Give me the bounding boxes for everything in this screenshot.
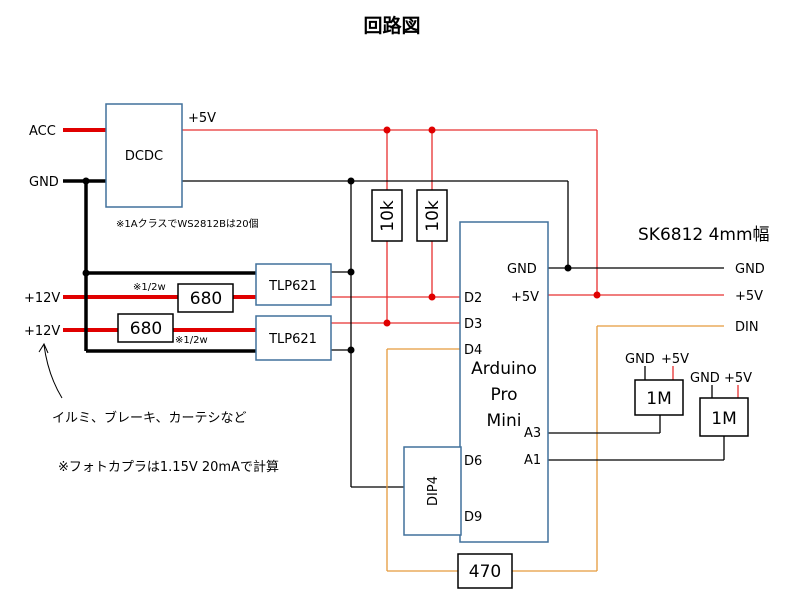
arduino-pro-mini — [459, 221, 549, 543]
arduino-pin-gnd: GND — [507, 262, 537, 277]
pullup-resistor-a-value: 10k — [378, 200, 398, 232]
v12-label-a: +12V — [24, 291, 60, 306]
led-strip-din: DIN — [735, 320, 759, 335]
resistor-470 — [457, 553, 513, 589]
dip-switch-label: DIP4 — [426, 476, 441, 506]
arduino-name-line3: Mini — [487, 411, 522, 431]
resistor-680-a — [177, 283, 234, 313]
page-title: 回路図 — [363, 14, 420, 37]
arduino-pin-a3: A3 — [524, 426, 541, 441]
pullup-resistor-b-value: 10k — [423, 200, 443, 232]
arduino-pin-d3: D3 — [464, 317, 482, 332]
pot-a-gnd-label: GND — [625, 352, 655, 367]
junctions — [82, 126, 601, 354]
optocoupler-bottom — [255, 315, 332, 361]
potentiometer-a-value: 1M — [646, 389, 671, 409]
v5-label: +5V — [188, 111, 216, 126]
photocoupler-note: ※フォトカプラは1.15V 20mAで計算 — [58, 459, 279, 475]
v12-label-b: +12V — [24, 324, 60, 339]
potentiometer-b-value: 1M — [711, 409, 736, 429]
arduino-pin-a1: A1 — [524, 453, 541, 468]
led-strip-title: SK6812 4mm幅 — [638, 225, 770, 245]
dcdc-note: ※1AクラスでWS2812Bは20個 — [116, 217, 259, 230]
resistor-680-b — [117, 313, 174, 343]
dcdc-label: DCDC — [125, 149, 163, 164]
dip-switch — [403, 446, 462, 536]
optocoupler-bottom-label: TLP621 — [268, 332, 317, 347]
arduino-name-line1: Arduino — [471, 359, 537, 379]
pot-a-v5-label: +5V — [661, 352, 689, 367]
arduino-pin-5v: +5V — [511, 290, 539, 305]
dcdc-converter — [105, 103, 183, 208]
arduino-pin-d6: D6 — [464, 454, 482, 469]
led-strip-gnd: GND — [735, 262, 765, 277]
pot-b-v5-label: +5V — [724, 371, 752, 386]
resistor-470-value: 470 — [469, 562, 501, 582]
pullup-resistor-a — [371, 189, 403, 242]
potentiometer-b — [699, 397, 749, 437]
acc-label: ACC — [29, 124, 56, 139]
arduino-pin-d4: D4 — [464, 343, 482, 358]
arduino-name-line2: Pro — [491, 385, 518, 405]
resistor-680-a-value: 680 — [190, 289, 222, 309]
led-strip-v5: +5V — [735, 289, 763, 304]
resistor-680-b-watt: ※1/2w — [175, 335, 208, 346]
arduino-pin-d2: D2 — [464, 291, 482, 306]
optocoupler-top — [255, 263, 332, 306]
pullup-resistor-b — [416, 189, 448, 242]
potentiometer-a — [634, 379, 684, 416]
optocoupler-top-label: TLP621 — [268, 279, 317, 294]
inputs-note: イルミ、ブレーキ、カーテシなど — [52, 410, 246, 426]
resistor-680-a-watt: ※1/2w — [133, 282, 166, 293]
arduino-pin-d9: D9 — [464, 510, 482, 525]
pot-b-gnd-label: GND — [690, 371, 720, 386]
resistor-680-b-value: 680 — [130, 319, 162, 339]
gnd-label: GND — [29, 175, 59, 190]
